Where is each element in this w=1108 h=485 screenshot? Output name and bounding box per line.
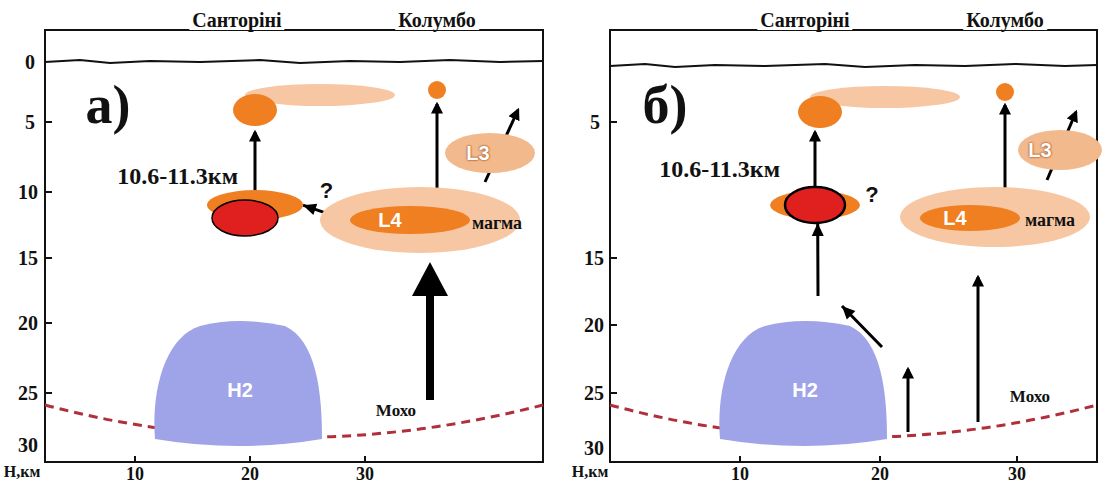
text-label: 5 xyxy=(590,112,600,132)
node-label: L3 xyxy=(1028,140,1051,160)
santorini-chamber xyxy=(798,96,842,128)
node-outline xyxy=(445,133,535,173)
kolumbo-chamber xyxy=(996,83,1014,101)
node-outline xyxy=(770,187,860,223)
text-label: Санторіні xyxy=(757,10,852,30)
text-label: 25 xyxy=(18,383,38,403)
dense-body: H2 xyxy=(720,322,887,447)
magma-core xyxy=(350,206,470,234)
text-label: а) xyxy=(86,78,131,132)
node-label: H2 xyxy=(227,380,253,400)
text-label: 25 xyxy=(584,383,604,403)
arrow-head xyxy=(812,223,824,236)
text-label: 30 xyxy=(356,465,374,483)
node-label: 10.6-11.3км xyxy=(657,157,782,181)
text-label: Мохо xyxy=(376,402,416,419)
sea-surface xyxy=(610,64,1097,67)
reservoir-core xyxy=(785,187,845,223)
node-label: H2 xyxy=(792,380,818,400)
text-label: 20 xyxy=(241,465,259,483)
text-label: 10 xyxy=(731,465,749,483)
text-label: Н,км xyxy=(4,464,41,480)
reservoir-core xyxy=(212,200,278,236)
text-label: 30 xyxy=(584,438,604,458)
edge-label: ? xyxy=(320,180,333,202)
magma-chamber: L3 xyxy=(445,133,535,173)
text-label: ? xyxy=(865,184,878,206)
magma-chamber: L4 магма xyxy=(900,187,1090,247)
text-label: Н,км xyxy=(572,464,609,480)
magma-reservoir: 10.6-11.3км xyxy=(770,187,860,223)
big-arrow xyxy=(412,262,448,400)
magma-body xyxy=(1018,130,1102,170)
text-label: б) xyxy=(643,78,688,132)
magma-core xyxy=(920,205,1020,231)
text-label: 20 xyxy=(871,465,889,483)
node-label: L3 xyxy=(466,143,489,163)
kolumbo-chamber xyxy=(428,81,446,99)
magma-reservoir: 10.6-11.3км xyxy=(207,190,303,236)
node-sublabel: магма xyxy=(472,214,522,232)
magma-body xyxy=(445,133,535,173)
node-label: 10.6-11.3км xyxy=(115,164,240,188)
text-label: 30 xyxy=(18,435,38,455)
node-label: L4 xyxy=(943,208,966,228)
text-label: Санторіні xyxy=(189,10,284,30)
text-label: 15 xyxy=(584,248,604,268)
text-label: Мохо xyxy=(1010,388,1050,405)
node-outline xyxy=(207,190,303,236)
panel-frame xyxy=(610,30,1097,462)
dense-body xyxy=(154,321,322,446)
node-label: L4 xyxy=(378,210,401,230)
text-label: 10 xyxy=(126,465,144,483)
arrow-head xyxy=(303,204,317,215)
text-label: Колумбо xyxy=(963,10,1047,30)
magma-chamber: L3 xyxy=(1018,130,1102,170)
magma-halo xyxy=(900,187,1090,247)
text-label: 15 xyxy=(18,248,38,268)
text-label: 10 xyxy=(18,182,38,202)
text-label: 5 xyxy=(25,112,35,132)
text-label: 20 xyxy=(18,313,38,333)
arrow-head xyxy=(842,306,855,319)
text-label: 20 xyxy=(584,315,604,335)
text-label: 0 xyxy=(25,52,35,72)
text-label: Колумбо xyxy=(395,10,479,30)
node-sublabel: магма xyxy=(1025,211,1075,229)
dense-body: H2 xyxy=(155,322,322,447)
magma-chamber: L4 магма xyxy=(320,187,520,253)
sea-surface xyxy=(45,60,543,63)
dense-body xyxy=(719,321,887,446)
panel-frame xyxy=(45,30,543,462)
text-label: 30 xyxy=(1008,465,1026,483)
santorini-chamber xyxy=(233,94,277,126)
